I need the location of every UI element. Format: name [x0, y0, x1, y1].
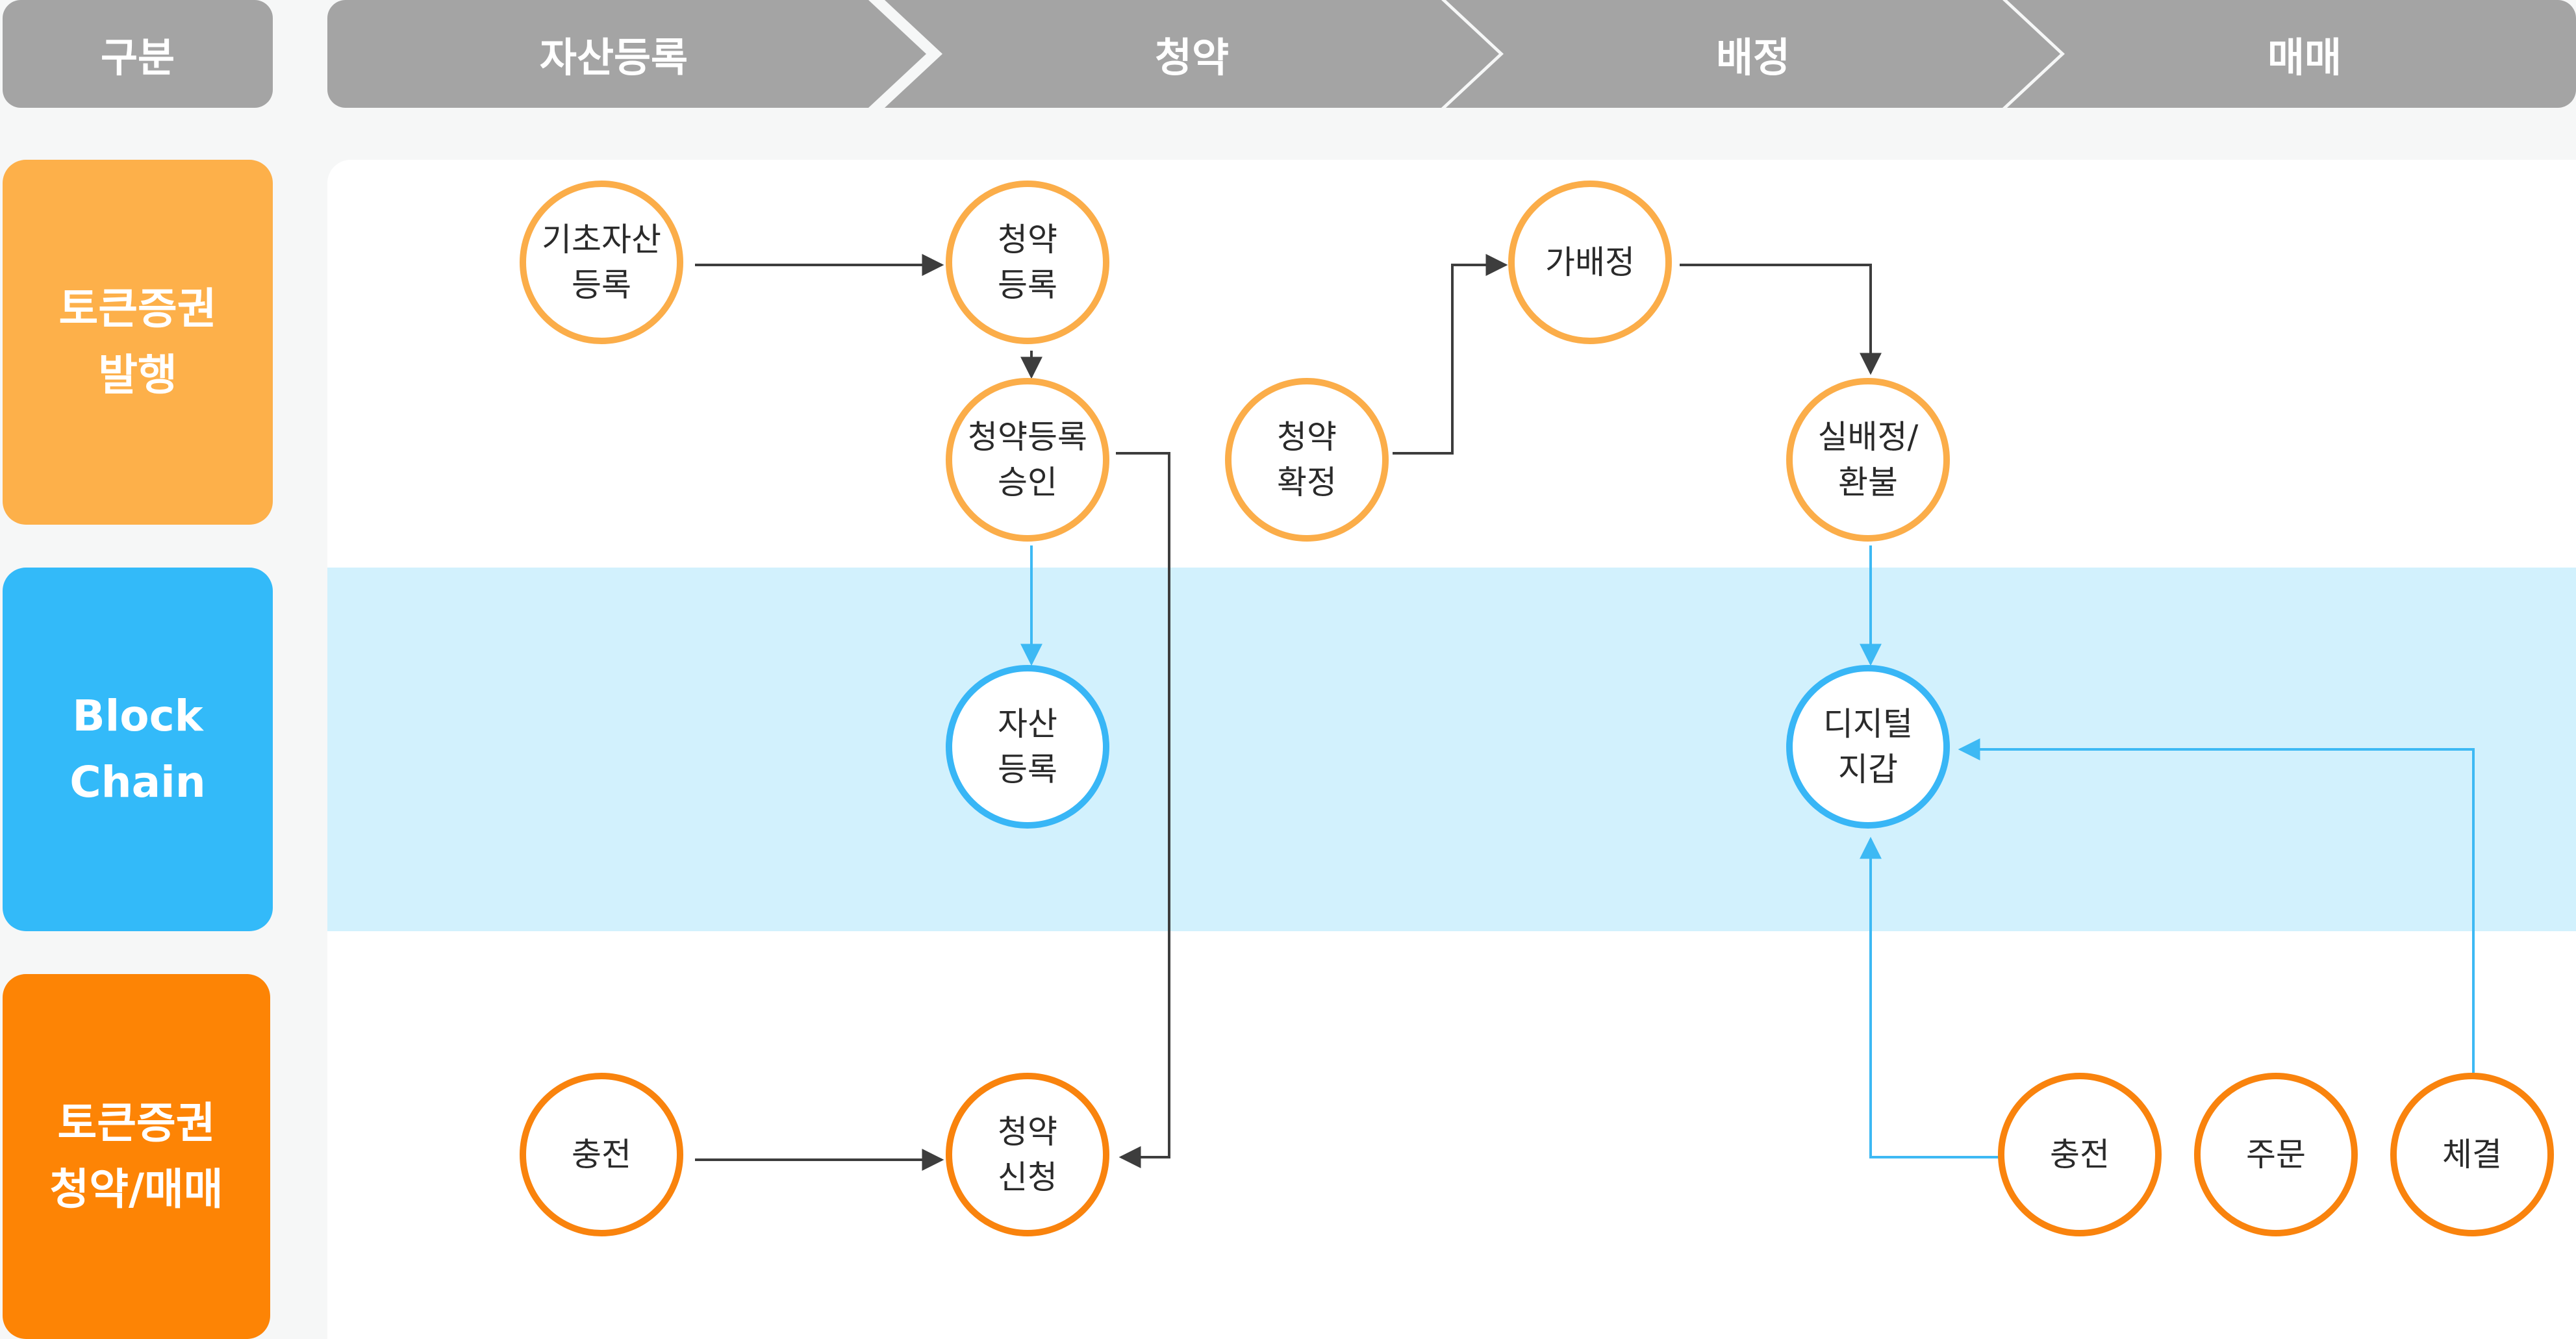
node-text: 승인: [998, 464, 1057, 501]
row-label-line: 토큰증권: [58, 284, 217, 334]
node-text: 신청: [998, 1158, 1057, 1196]
node-text: 등록: [998, 266, 1057, 304]
row-label-line: Chain: [69, 757, 206, 807]
node-text: 청약: [998, 1113, 1057, 1151]
stage-asset-registration: 자산등록: [327, 0, 926, 108]
node-text: 청약: [998, 221, 1057, 258]
stage-allocation: 배정: [1446, 0, 2060, 108]
stage-label: 배정: [1715, 34, 1791, 81]
node-asset-registration: 자산 등록: [946, 665, 1109, 829]
node-execution: 체결: [2390, 1073, 2554, 1236]
node-provisional-allocation: 가배정: [1508, 181, 1672, 344]
row-label-issuance: 토큰증권 발행: [3, 160, 273, 525]
node-subscription-confirmation: 청약 확정: [1225, 378, 1389, 542]
node-text: 디지털: [1823, 705, 1913, 743]
arrow-execution-to-wallet: [1958, 738, 2475, 1073]
stage-label: 청약: [1154, 34, 1230, 81]
arrow-charge-2-to-wallet: [1860, 836, 1999, 1158]
row-label-blockchain: Block Chain: [3, 568, 273, 931]
row-label-line: Block: [72, 691, 203, 741]
node-subscription-approval: 청약등록 승인: [946, 378, 1109, 542]
node-text: 등록: [998, 751, 1057, 788]
row-label-subscription-trading: 토큰증권 청약/매매: [3, 974, 270, 1339]
node-final-allocation-refund: 실배정/ 환불: [1786, 378, 1950, 542]
node-text: 청약등록: [968, 418, 1087, 456]
node-text: 기초자산: [542, 221, 661, 258]
header-category-label: 구분: [100, 34, 175, 81]
node-text: 확정: [1277, 464, 1337, 501]
node-base-asset-registration: 기초자산 등록: [520, 181, 683, 344]
node-text: 자산: [998, 705, 1057, 743]
node-text: 주문: [2246, 1136, 2306, 1173]
arrow-prov-alloc-to-final-alloc: [1680, 264, 1882, 375]
node-charge-trading: 충전: [1998, 1073, 2162, 1236]
node-text: 등록: [572, 266, 631, 304]
node-subscription-registration: 청약 등록: [946, 181, 1109, 344]
row-label-line: 발행: [98, 350, 177, 400]
node-text: 충전: [2050, 1136, 2110, 1173]
node-text: 환불: [1838, 464, 1898, 501]
node-text: 청약: [1277, 418, 1337, 456]
stage-label: 매매: [2267, 34, 2342, 81]
node-order: 주문: [2194, 1073, 2358, 1236]
arrow-sub-approve-to-sub-apply: [1116, 452, 1170, 1168]
stage-label: 자산등록: [539, 34, 688, 81]
node-text: 충전: [572, 1136, 631, 1173]
node-text: 실배정/: [1817, 418, 1919, 456]
header-category: 구분: [3, 0, 273, 108]
node-charge: 충전: [520, 1073, 683, 1236]
node-text: 지갑: [1838, 751, 1898, 788]
stage-subscription: 청약: [885, 0, 1499, 108]
node-subscription-application: 청약 신청: [946, 1073, 1109, 1236]
node-text: 가배정: [1545, 244, 1635, 281]
arrow-sub-confirm-to-prov-alloc: [1393, 254, 1508, 455]
node-text: 체결: [2442, 1136, 2502, 1173]
row-label-line: 토큰증권: [57, 1098, 216, 1148]
stage-trading: 매매: [2007, 0, 2576, 108]
node-digital-wallet: 디지털 지갑: [1786, 665, 1950, 829]
row-label-line: 청약/매매: [49, 1164, 223, 1214]
